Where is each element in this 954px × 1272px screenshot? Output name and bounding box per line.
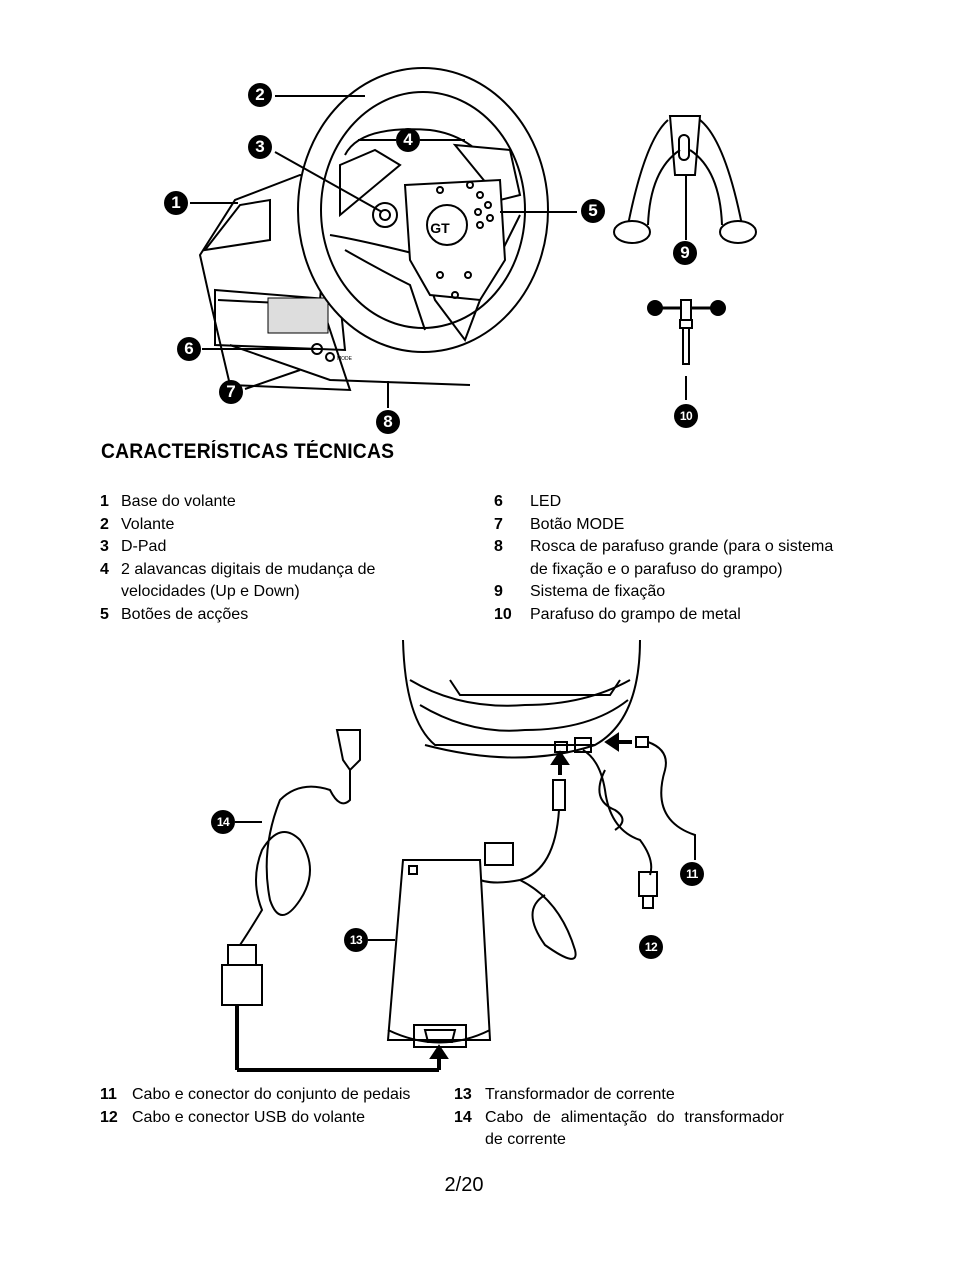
- callout-5: 5: [581, 199, 605, 223]
- item-text: Sistema de fixação: [530, 583, 666, 600]
- item-number: 4: [100, 560, 109, 578]
- list-item: 10 Parafuso do grampo de metal: [494, 604, 844, 627]
- list-item: 7 Botão MODE: [494, 514, 844, 537]
- item-number: 5: [100, 605, 109, 623]
- list-item: 3 D-Pad: [100, 536, 400, 559]
- item-number: 9: [494, 583, 503, 600]
- list-item: 4 2 alavancas digitais de mudança de velo…: [100, 559, 400, 604]
- connections-right-list: 13 Transformador de corrente 14 Cabo de al…: [454, 1084, 784, 1152]
- item-text: Volante: [121, 515, 175, 533]
- list-item: 9 Sistema de fixação: [494, 581, 844, 604]
- item-text: Botões de acções: [121, 605, 249, 623]
- callout-2: 2: [248, 83, 272, 107]
- callout-4: 4: [396, 128, 420, 152]
- list-item: 8 Rosca de parafuso grande (para o sistem…: [494, 536, 844, 581]
- item-text: D-Pad: [121, 538, 167, 555]
- wheel-illustration: GT MODE: [190, 67, 757, 408]
- item-text: Transformador de corrente: [485, 1086, 675, 1103]
- list-item: 12 Cabo e conector USB do volante: [100, 1107, 430, 1130]
- item-text: LED: [530, 493, 562, 510]
- callout-12: 12: [639, 935, 663, 959]
- item-text: Cabo e conector do conjunto de pedais: [132, 1086, 411, 1103]
- item-text: Cabo de alimentação do transformador de …: [485, 1108, 784, 1149]
- item-text: Rosca de parafuso grande (para o sistema…: [530, 538, 834, 578]
- list-item: 14 Cabo de alimentação do transformador d…: [454, 1107, 784, 1152]
- callout-3: 3: [248, 135, 272, 159]
- item-number: 13: [454, 1086, 472, 1103]
- page-number: 2/20: [444, 1174, 484, 1196]
- callout-8: 8: [376, 410, 400, 434]
- item-number: 12: [100, 1108, 118, 1126]
- features-left-list: 1 Base do volante 2 Volante 3 D-Pad 4 2 alav…: [100, 491, 400, 626]
- item-text: Cabo e conector USB do volante: [132, 1108, 366, 1126]
- callout-1: 1: [164, 191, 188, 215]
- item-number: 11: [100, 1086, 117, 1103]
- list-item: 1 Base do volante: [100, 491, 400, 514]
- item-number: 10: [494, 605, 512, 623]
- item-number: 1: [100, 493, 109, 510]
- connections-illustration: [221, 639, 696, 1072]
- item-number: 2: [100, 515, 109, 533]
- callout-9: 9: [673, 241, 697, 265]
- item-number: 14: [454, 1108, 472, 1126]
- callout-7: 7: [219, 380, 243, 404]
- callout-11: 11: [680, 862, 704, 886]
- list-item: 6 LED: [494, 491, 844, 514]
- item-number: 6: [494, 493, 503, 510]
- list-item: 2 Volante: [100, 514, 400, 537]
- item-text: Botão MODE: [530, 515, 625, 533]
- wheel-logo: GT: [430, 220, 450, 236]
- list-item: 13 Transformador de corrente: [454, 1084, 784, 1107]
- features-right-list: 6 LED 7 Botão MODE 8 Rosca de parafuso gran…: [494, 491, 844, 626]
- mode-label: MODE: [337, 356, 353, 362]
- item-text: Parafuso do grampo de metal: [530, 605, 741, 623]
- list-item: 5 Botões de acções: [100, 604, 400, 627]
- callout-14: 14: [211, 810, 235, 834]
- item-number: 7: [494, 515, 503, 533]
- item-text: 2 alavancas digitais de mudança de veloc…: [121, 560, 376, 601]
- callout-6: 6: [177, 337, 201, 361]
- item-number: 3: [100, 538, 109, 555]
- list-item: 11 Cabo e conector do conjunto de pedais: [100, 1084, 430, 1107]
- item-text: Base do volante: [121, 493, 236, 510]
- callout-13: 13: [344, 928, 368, 952]
- callout-10: 10: [674, 404, 698, 428]
- section-title: CARACTERÍSTICAS TÉCNICAS: [101, 440, 395, 463]
- item-number: 8: [494, 538, 503, 555]
